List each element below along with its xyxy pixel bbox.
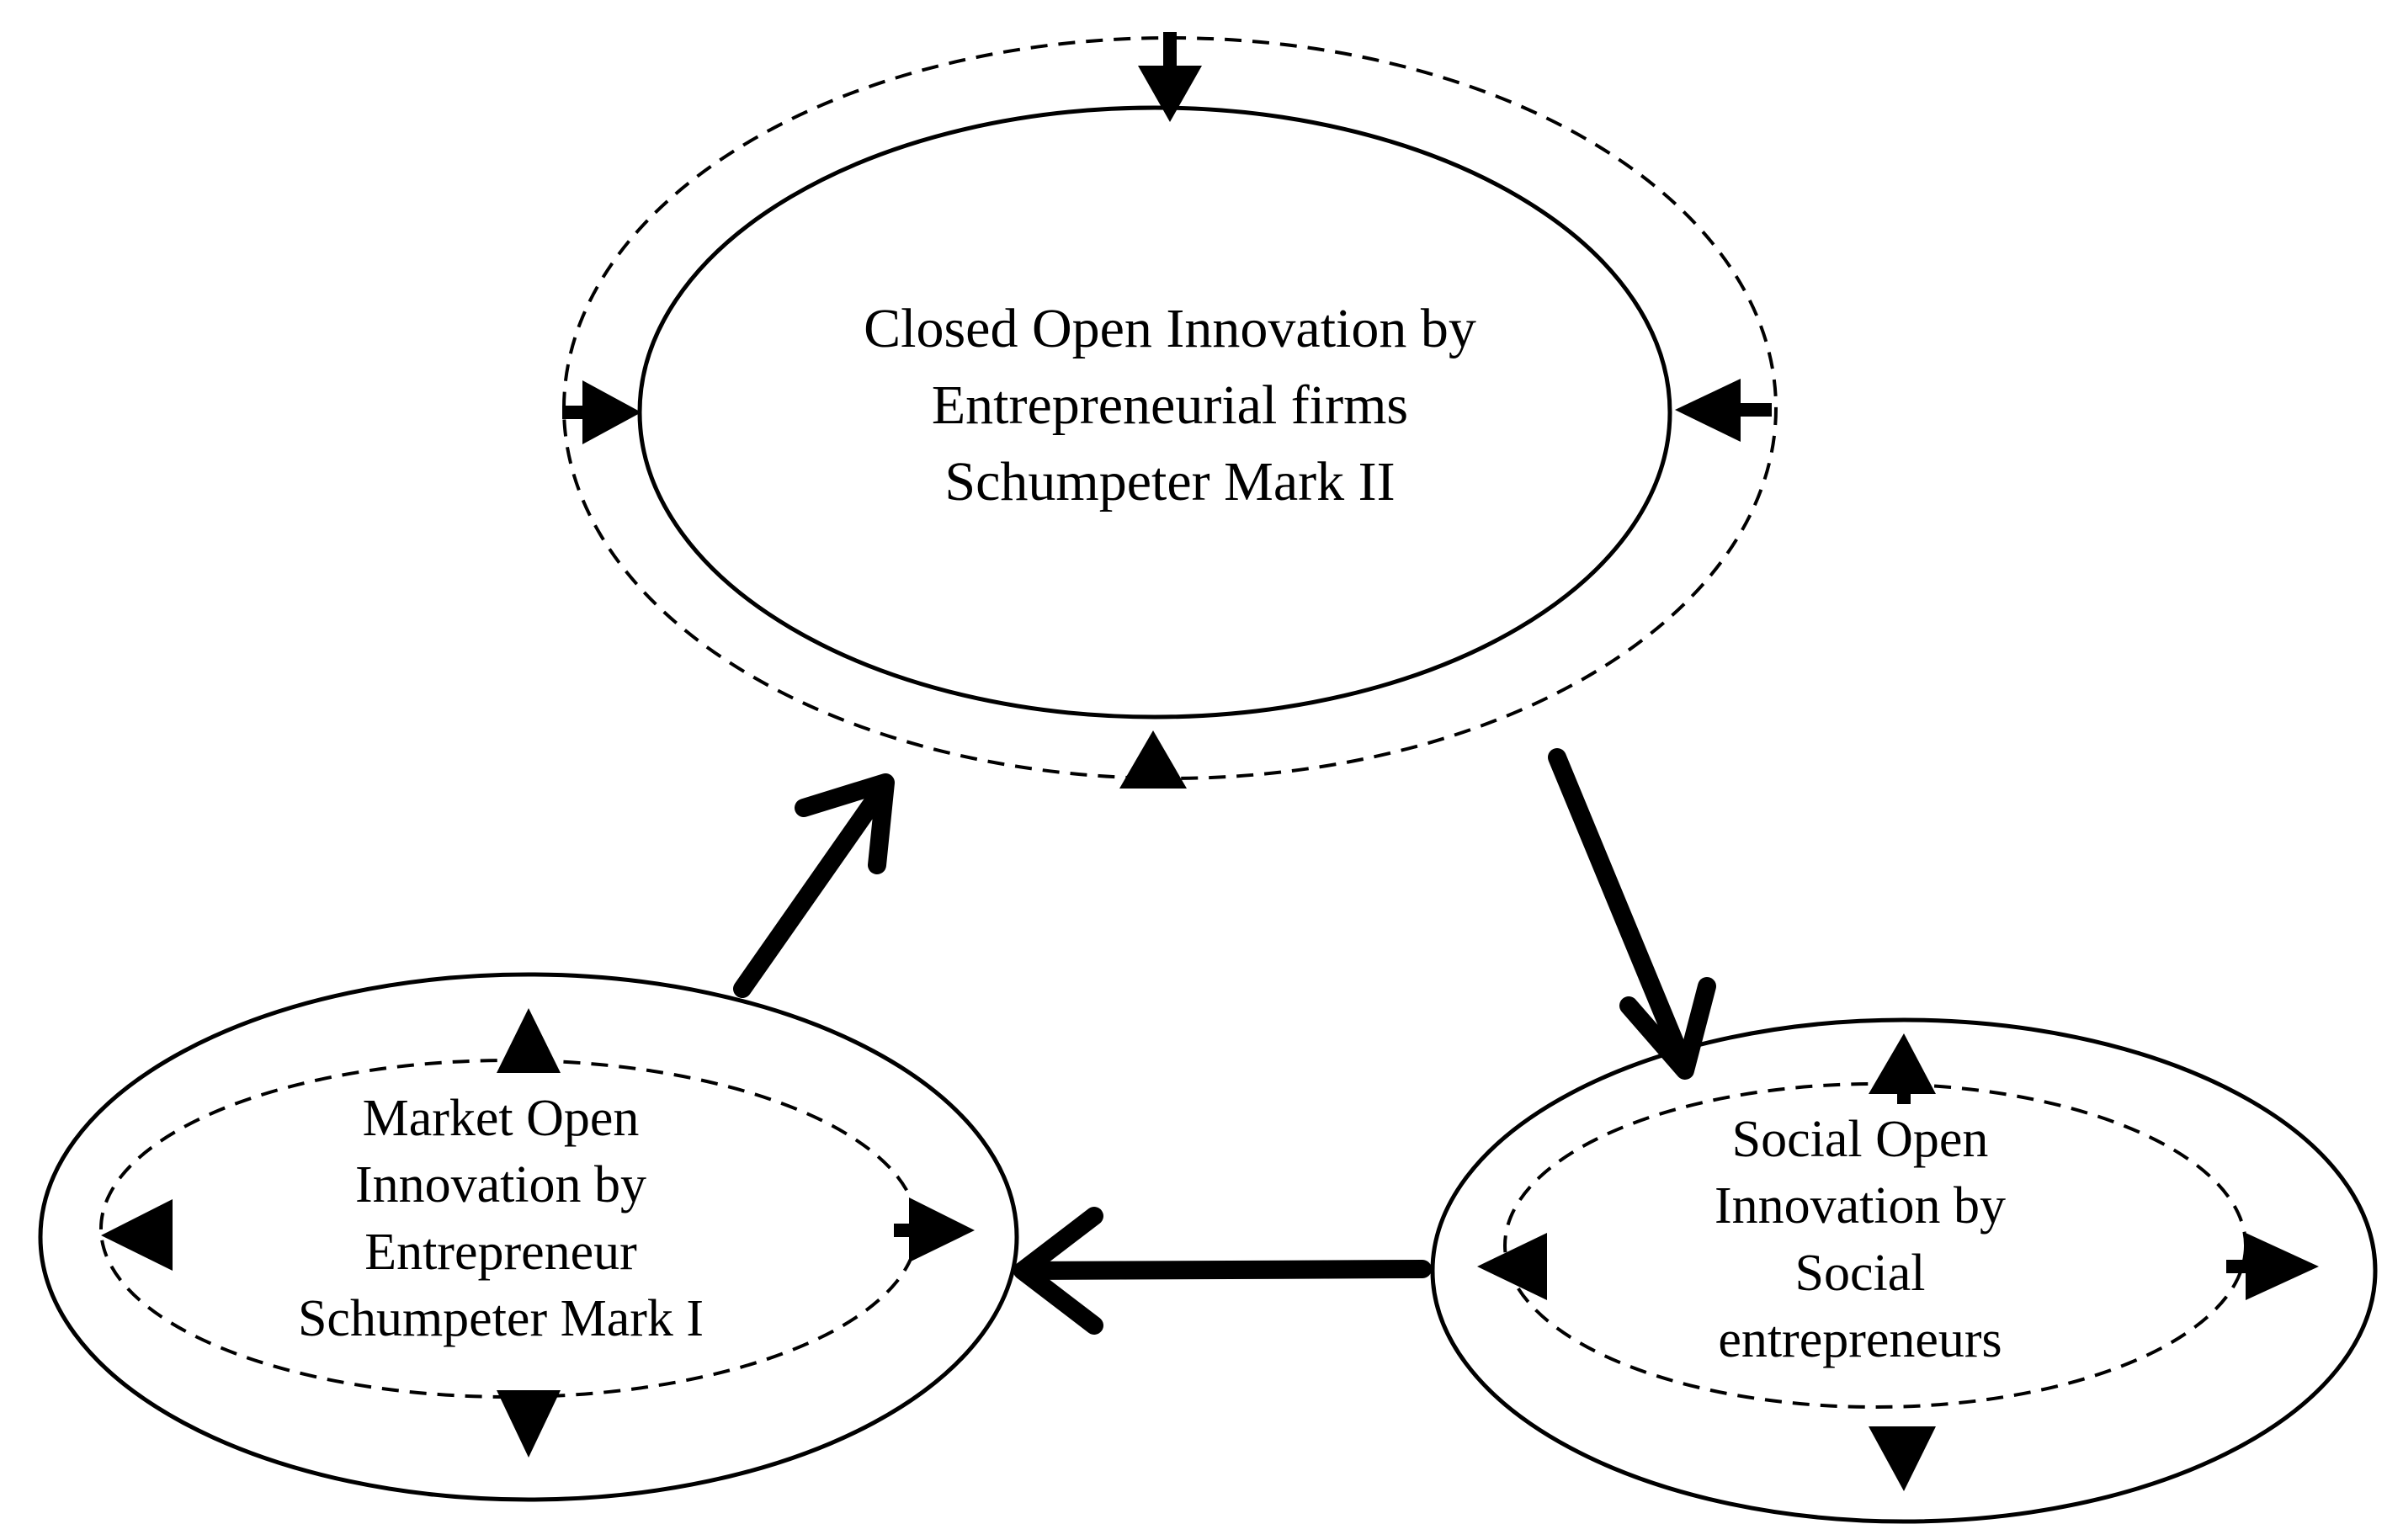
label-line: Schumpeter Mark II (944, 451, 1396, 513)
label-line: Schumpeter Mark I (297, 1290, 704, 1348)
label-line: Social (1794, 1244, 1926, 1302)
flow-arrow-closed-to-social (1548, 748, 1716, 1080)
label-line: Innovation by (354, 1156, 647, 1214)
label-line: Closed Open Innovation by (864, 298, 1476, 359)
social-open-innovation-label: Social Open Innovation by Social entrepr… (1582, 1107, 2138, 1373)
node-social-open-innovation (1430, 1017, 2378, 1524)
flow-arrow-social-to-market (1013, 1207, 1432, 1335)
label-line: Entrepreneur (364, 1223, 637, 1281)
market-open-innovation-label: Market Open Innovation by Entrepreneur S… (215, 1086, 787, 1352)
closed-arrow-right-inward (1675, 379, 1772, 442)
social-outer-solid-ellipse (1430, 1017, 2378, 1524)
social-arrow-down-outward (1869, 1426, 1936, 1491)
flow-arrow-market-to-closed (733, 773, 895, 998)
closed-arrow-left-inward (562, 380, 641, 444)
market-arrow-right-outward (894, 1197, 975, 1262)
social-arrow-right-outward (2226, 1233, 2319, 1300)
social-arrow-up-outward (1869, 1033, 1936, 1104)
closed-arrow-top-inward (1138, 32, 1202, 122)
closed-open-innovation-label: Closed Open Innovation by Entrepreneuria… (741, 290, 1599, 520)
node-closed-open-innovation (562, 32, 1778, 789)
market-arrow-up-outward (497, 1008, 561, 1073)
label-line: entrepreneurs (1718, 1311, 2002, 1369)
social-arrow-left-outward (1477, 1233, 1547, 1300)
closed-arrow-bottom-inward (1119, 730, 1187, 789)
label-line: Innovation by (1714, 1177, 2007, 1235)
node-market-open-innovation (38, 972, 1019, 1502)
label-line: Social Open (1731, 1111, 1989, 1168)
label-line: Entrepreneurial firms (931, 374, 1409, 437)
market-arrow-left-outward (101, 1199, 173, 1271)
market-arrow-down-outward (497, 1390, 561, 1458)
market-outer-solid-ellipse (38, 972, 1019, 1502)
label-line: Market Open (362, 1090, 640, 1147)
